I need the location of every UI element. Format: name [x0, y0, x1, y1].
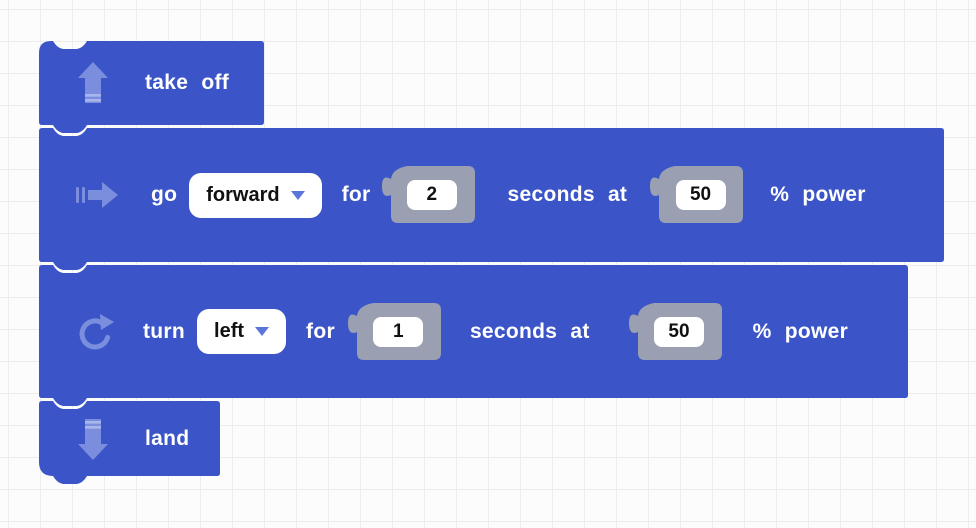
land-label: land	[145, 426, 190, 450]
go-for-label: for	[341, 183, 371, 206]
go-direction-dropdown[interactable]: forward	[189, 172, 322, 218]
go-direction-value: forward	[206, 183, 280, 206]
turn-duration-input[interactable]: 1	[347, 302, 442, 362]
turn-verb-label: turn	[143, 319, 186, 343]
turn-rotate-clockwise-icon	[75, 312, 115, 352]
turn-percent-power-label: % power	[752, 319, 849, 343]
takeoff-up-arrow-icon	[75, 61, 111, 105]
take-off-block-row: take off	[39, 41, 264, 125]
turn-block-row: turn left for 1 seconds at 50 % power	[39, 265, 908, 398]
turn-direction-value: left	[214, 320, 245, 342]
block-land[interactable]	[39, 401, 220, 484]
chevron-down-icon	[290, 190, 305, 200]
chevron-down-icon	[255, 327, 270, 336]
land-block-row: land	[39, 401, 220, 476]
turn-power-input[interactable]: 50	[628, 302, 723, 362]
go-duration-input[interactable]: 2	[381, 165, 476, 225]
go-percent-power-label: % power	[770, 183, 866, 206]
turn-direction-dropdown[interactable]: left	[197, 309, 287, 354]
go-power-input[interactable]: 50	[649, 165, 744, 225]
turn-duration-value[interactable]: 1	[373, 316, 424, 347]
turn-power-value[interactable]: 50	[653, 316, 704, 347]
block-take-off[interactable]	[39, 41, 264, 133]
block-go[interactable]	[39, 128, 944, 270]
turn-seconds-at-label: seconds at	[469, 319, 590, 343]
go-seconds-at-label: seconds at	[507, 183, 628, 206]
block-turn[interactable]	[39, 265, 908, 406]
land-down-arrow-icon	[75, 417, 111, 461]
go-power-value[interactable]: 50	[675, 180, 726, 210]
go-fast-forward-arrow-icon	[75, 178, 121, 212]
turn-for-label: for	[306, 319, 335, 343]
take-off-label: take off	[145, 71, 230, 94]
go-block-row: go forward for 2 seconds at 50 % power	[39, 128, 944, 262]
go-verb-label: go	[151, 183, 178, 206]
go-duration-value[interactable]: 2	[406, 180, 457, 210]
